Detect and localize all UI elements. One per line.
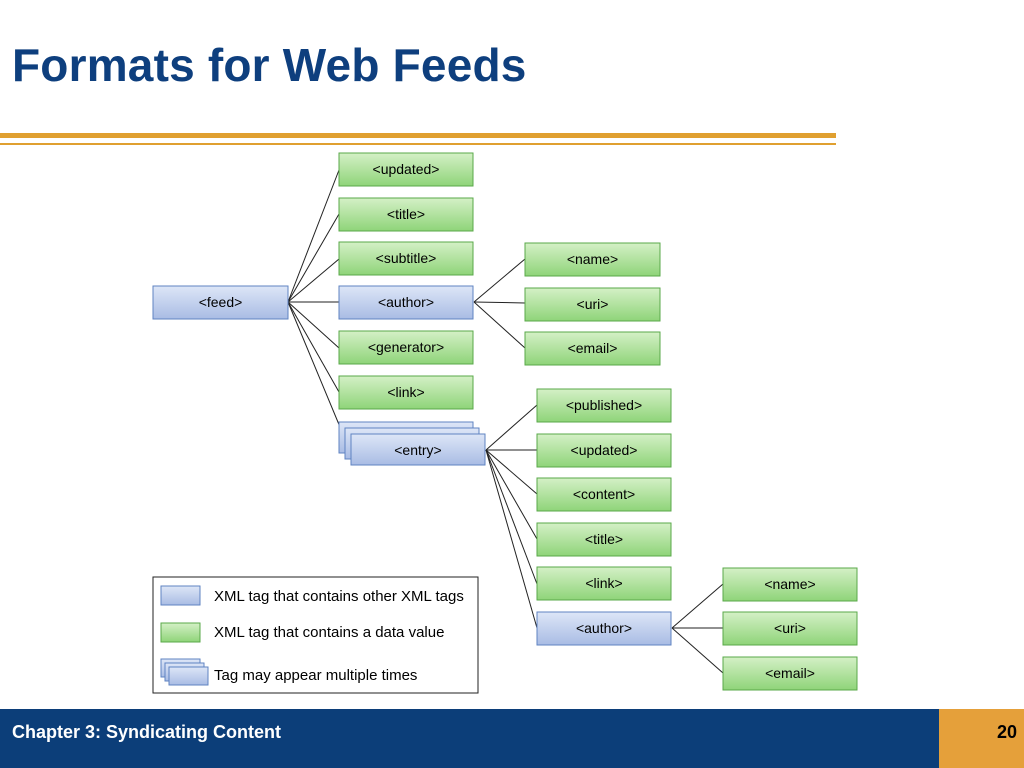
svg-text:<author>: <author> — [576, 620, 632, 636]
feed-child-subtitle: <subtitle> — [338, 241, 474, 276]
svg-text:<generator>: <generator> — [368, 339, 444, 355]
legend-data-label: XML tag that contains a data value — [214, 624, 444, 641]
entry-node-label: <entry> — [394, 442, 441, 458]
feed-child-entry-stack: <entry> — [338, 421, 486, 466]
connector-lines — [287, 169, 724, 674]
feed-child-updated: <updated> — [338, 152, 474, 187]
author-child-name: <name> — [524, 242, 661, 277]
entry-author-child-email: <email> — [722, 656, 858, 691]
legend-data-swatch — [160, 622, 201, 643]
entry-child-author: <author> — [536, 611, 672, 646]
svg-text:<link>: <link> — [585, 575, 622, 591]
svg-text:<email>: <email> — [765, 665, 815, 681]
svg-text:<email>: <email> — [568, 340, 618, 356]
entry-author-child-uri: <uri> — [722, 611, 858, 646]
page-number: 20 — [996, 722, 1017, 742]
entry-child-updated: <updated> — [536, 433, 672, 468]
svg-text:<title>: <title> — [585, 531, 623, 547]
svg-text:<updated>: <updated> — [373, 161, 440, 177]
entry-child-content: <content> — [536, 477, 672, 512]
author-child-email: <email> — [524, 331, 661, 366]
entry-child-published: <published> — [536, 388, 672, 423]
legend-container-label: XML tag that contains other XML tags — [214, 588, 464, 605]
svg-text:<published>: <published> — [566, 397, 642, 413]
feed-structure-diagram: <feed> <updated> <title> <subtitle> <aut… — [152, 152, 858, 694]
entry-child-title: <title> — [536, 522, 672, 557]
footer-bar — [0, 709, 1024, 768]
entry-author-child-name: <name> — [722, 567, 858, 602]
svg-text:<uri>: <uri> — [774, 620, 806, 636]
feed-node: <feed> — [152, 285, 289, 320]
svg-text:<name>: <name> — [567, 251, 618, 267]
author-child-uri: <uri> — [524, 287, 661, 322]
feed-child-author: <author> — [338, 285, 474, 320]
svg-text:<link>: <link> — [387, 384, 424, 400]
svg-text:<content>: <content> — [573, 486, 635, 502]
footer-chapter: Chapter 3: Syndicating Content — [12, 722, 282, 742]
svg-text:<name>: <name> — [764, 576, 815, 592]
svg-text:<uri>: <uri> — [577, 296, 609, 312]
feed-node-label: <feed> — [199, 294, 243, 310]
legend-container-swatch — [160, 585, 201, 606]
feed-child-generator: <generator> — [338, 330, 474, 365]
svg-text:<subtitle>: <subtitle> — [376, 250, 437, 266]
svg-text:<author>: <author> — [378, 294, 434, 310]
feed-child-link: <link> — [338, 375, 474, 410]
legend-multiple-swatch — [160, 658, 209, 686]
title-divider-thin — [0, 143, 836, 145]
legend-multiple-label: Tag may appear multiple times — [214, 667, 417, 684]
page-number-box — [939, 709, 1024, 768]
title-divider-thick — [0, 133, 836, 138]
entry-child-link: <link> — [536, 566, 672, 601]
svg-text:<title>: <title> — [387, 206, 425, 222]
legend: XML tag that contains other XML tags XML… — [152, 576, 479, 694]
feed-child-title: <title> — [338, 197, 474, 232]
page-title: Formats for Web Feeds — [12, 39, 527, 91]
svg-text:<updated>: <updated> — [571, 442, 638, 458]
